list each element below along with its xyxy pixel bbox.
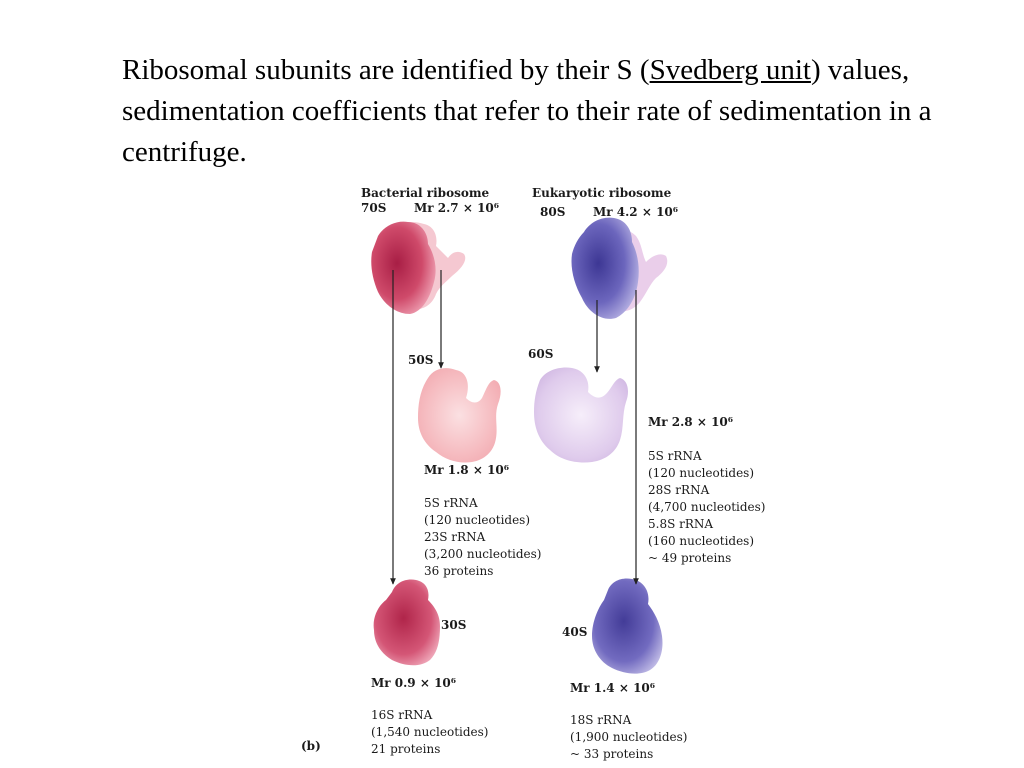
bacterial-title: Bacterial ribosome xyxy=(361,186,490,200)
eukaryotic-40s-components: 18S rRNA (1,900 nucleotides) ~ 33 protei… xyxy=(570,712,687,763)
eukaryotic-60s-component: 5S rRNA xyxy=(648,449,702,463)
panel-label: (b) xyxy=(301,739,321,753)
bacterial-30s-mass: Mr 0.9 × 10⁶ xyxy=(371,676,457,690)
eukaryotic-60s-label: 60S xyxy=(528,347,554,361)
bacterial-30s-component: (1,540 nucleotides) xyxy=(371,725,489,739)
bacterial-50s-component: (120 nucleotides) xyxy=(424,513,531,527)
bacterial-70s-mass: Mr 2.7 × 10⁶ xyxy=(414,201,500,215)
svedberg-unit-link[interactable]: Svedberg unit xyxy=(649,54,811,86)
eukaryotic-60s-component: (4,700 nucleotides) xyxy=(648,500,766,514)
bacterial-50s-label: 50S xyxy=(408,353,434,367)
eukaryotic-80s-ribosome xyxy=(571,217,668,319)
bacterial-50s-component: (3,200 nucleotides) xyxy=(424,547,542,561)
eukaryotic-60s-component: ~ 49 proteins xyxy=(648,551,732,565)
eukaryotic-40s-component: ~ 33 proteins xyxy=(570,747,654,761)
eukaryotic-40s-label: 40S xyxy=(562,625,588,639)
intro-paragraph: Ribosomal subunits are identified by the… xyxy=(122,50,952,173)
eukaryotic-40s-component: 18S rRNA xyxy=(570,713,632,727)
eukaryotic-60s-component: (120 nucleotides) xyxy=(648,466,755,480)
eukaryotic-60s-subunit xyxy=(534,367,628,463)
eukaryotic-80s-mass: Mr 4.2 × 10⁶ xyxy=(593,205,679,219)
bacterial-50s-component: 5S rRNA xyxy=(424,496,478,510)
eukaryotic-60s-component: 28S rRNA xyxy=(648,483,710,497)
bacterial-50s-component: 36 proteins xyxy=(424,564,494,578)
bacterial-70s-label: 70S xyxy=(361,201,387,215)
bacterial-30s-subunit xyxy=(373,579,440,666)
bacterial-50s-subunit xyxy=(418,368,501,463)
eukaryotic-60s-component: 5.8S rRNA xyxy=(648,517,714,531)
eukaryotic-40s-mass: Mr 1.4 × 10⁶ xyxy=(570,681,656,695)
eukaryotic-title: Eukaryotic ribosome xyxy=(532,186,672,200)
eukaryotic-60s-components: 5S rRNA (120 nucleotides) 28S rRNA (4,70… xyxy=(648,448,765,567)
eukaryotic-80s-label: 80S xyxy=(540,205,566,219)
bacterial-70s-ribosome xyxy=(371,221,466,314)
eukaryotic-60s-component: (160 nucleotides) xyxy=(648,534,755,548)
bacterial-30s-component: 16S rRNA xyxy=(371,708,433,722)
eukaryotic-40s-subunit xyxy=(592,578,663,674)
bacterial-30s-label: 30S xyxy=(441,618,467,632)
eukaryotic-40s-component: (1,900 nucleotides) xyxy=(570,730,688,744)
eukaryotic-60s-mass: Mr 2.8 × 10⁶ xyxy=(648,415,734,429)
bacterial-30s-components: 16S rRNA (1,540 nucleotides) 21 proteins xyxy=(371,707,488,758)
bacterial-50s-components: 5S rRNA (120 nucleotides) 23S rRNA (3,20… xyxy=(424,495,541,580)
bacterial-50s-component: 23S rRNA xyxy=(424,530,486,544)
intro-text-before: Ribosomal subunits are identified by the… xyxy=(122,54,650,86)
intro-text-after: ) values, sedimentation coefficients tha… xyxy=(122,54,932,168)
bacterial-30s-component: 21 proteins xyxy=(371,742,441,756)
bacterial-50s-mass: Mr 1.8 × 10⁶ xyxy=(424,463,510,477)
